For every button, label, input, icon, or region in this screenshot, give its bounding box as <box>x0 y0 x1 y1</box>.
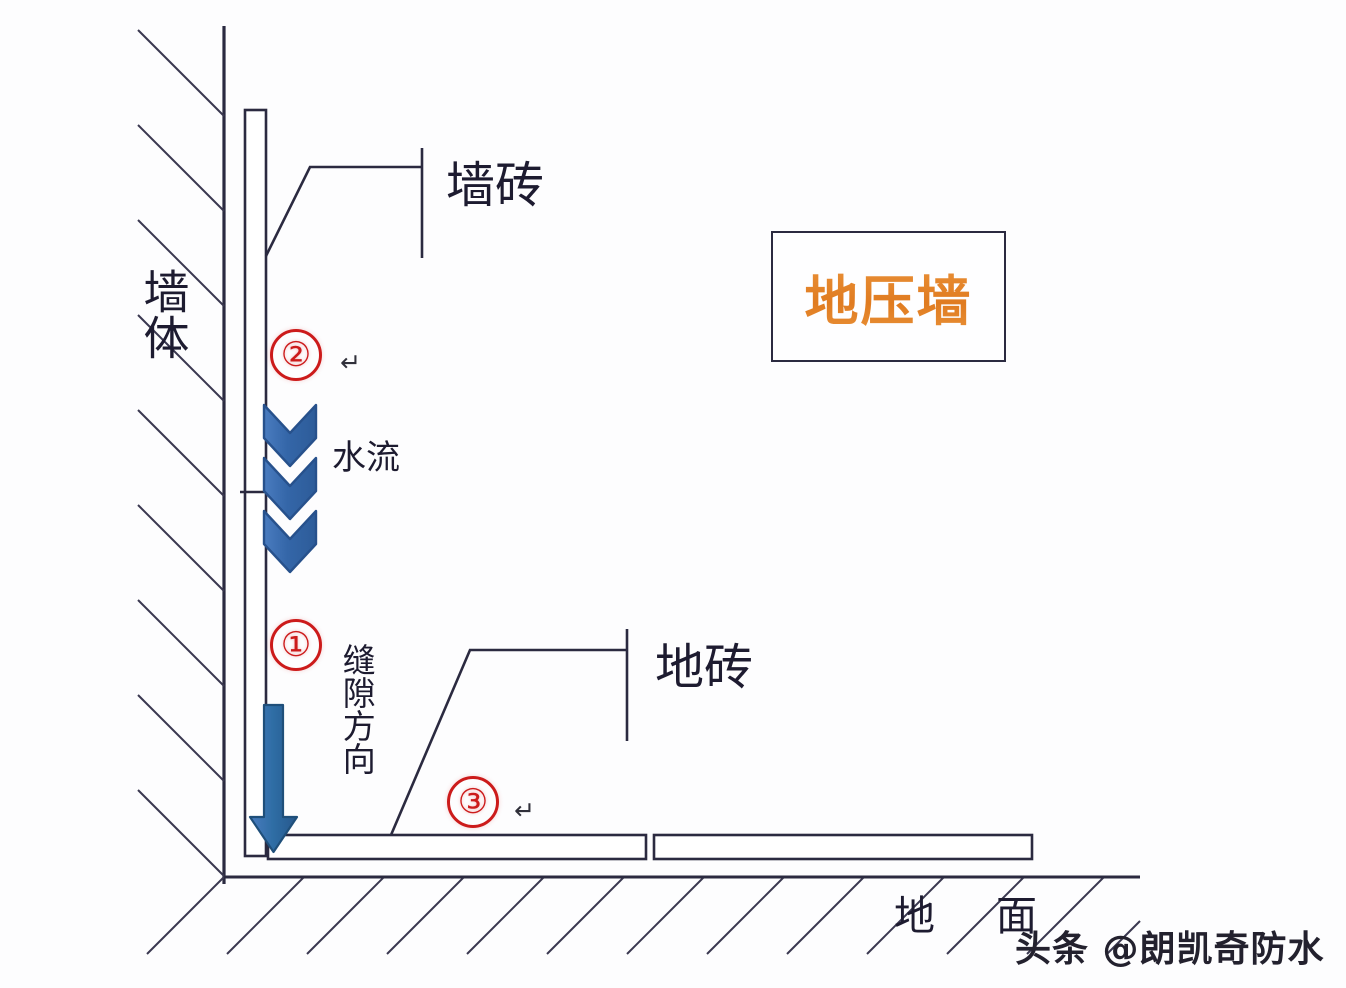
chevron-icon-3 <box>262 509 318 574</box>
floor-tile-rect-1 <box>266 833 648 861</box>
floor-tile-rect-2 <box>652 833 1034 861</box>
chevron-icon-1 <box>262 403 318 468</box>
chevron-icon-2 <box>262 456 318 521</box>
water-flow-arrow-group <box>262 403 318 574</box>
paragraph-return-icon-2: ↵ <box>340 348 361 377</box>
gap-direction-arrow-icon <box>248 703 299 854</box>
floor-tile-label: 地砖 <box>655 639 754 696</box>
step-marker-2: ② <box>270 329 322 381</box>
ground-label-left: 地 <box>894 892 935 940</box>
gap-direction-label: 缝隙方向 <box>337 643 377 775</box>
ground-hatch <box>146 876 1141 955</box>
wall-tile-label: 墙砖 <box>446 157 545 214</box>
wall-hatch <box>137 29 225 877</box>
paragraph-return-icon-3: ↵ <box>514 796 535 825</box>
pressure-wall-callout-text: 地压墙 <box>773 233 1004 360</box>
floor-tile-shapes <box>266 833 1034 861</box>
step-marker-3: ③ <box>447 776 499 828</box>
wall-body-label: 墙体 <box>136 268 191 360</box>
ground-label-right: 面 <box>996 892 1037 940</box>
floor-tile-leader <box>389 629 629 836</box>
watermark-text: 头条 @朗凯奇防水 <box>1015 929 1325 970</box>
pressure-wall-callout-box: 地压墙 <box>771 231 1006 362</box>
water-flow-label: 水流 <box>332 438 400 478</box>
step-marker-1: ① <box>270 619 322 671</box>
wall-tile-leader <box>264 148 424 258</box>
